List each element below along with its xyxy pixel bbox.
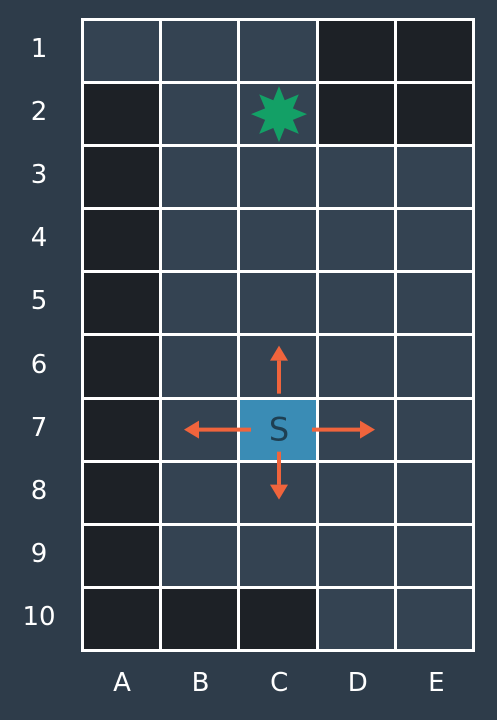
- cell-B7: [162, 399, 238, 460]
- row-label: 9: [30, 538, 48, 569]
- column-label: B: [191, 668, 210, 698]
- row-label: 5: [30, 286, 48, 317]
- column-label: C: [270, 668, 289, 698]
- cell-E3: [396, 147, 472, 208]
- cell-D9: [318, 525, 394, 586]
- cell-D6: [318, 336, 394, 397]
- cell-C5: [240, 273, 316, 334]
- cell-B6: [162, 336, 238, 397]
- cell-B9: [162, 525, 238, 586]
- cell-A8: [84, 462, 160, 523]
- row-label: 3: [30, 160, 48, 191]
- grid-world: [81, 18, 475, 652]
- cell-D4: [318, 210, 394, 271]
- cell-E8: [396, 462, 472, 523]
- cell-E9: [396, 525, 472, 586]
- cell-A3: [84, 147, 160, 208]
- cell-D7: [318, 399, 394, 460]
- cell-A2: [84, 84, 160, 145]
- cell-E5: [396, 273, 472, 334]
- column-label: A: [113, 668, 131, 698]
- cell-B2: [162, 84, 238, 145]
- cell-B8: [162, 462, 238, 523]
- cell-B4: [162, 210, 238, 271]
- cell-A6: [84, 336, 160, 397]
- cell-B3: [162, 147, 238, 208]
- cell-A7: [84, 399, 160, 460]
- cell-E6: [396, 336, 472, 397]
- row-label: 2: [30, 97, 48, 128]
- cell-C3: [240, 147, 316, 208]
- cell-B1: [162, 21, 238, 82]
- cell-D2: [318, 84, 394, 145]
- cell-A10: [84, 588, 160, 649]
- cell-C10: [240, 588, 316, 649]
- cell-B5: [162, 273, 238, 334]
- cell-D5: [318, 273, 394, 334]
- row-label: 6: [30, 349, 48, 380]
- cell-A9: [84, 525, 160, 586]
- column-label: D: [347, 668, 368, 698]
- cell-D3: [318, 147, 394, 208]
- cell-C6: [240, 336, 316, 397]
- column-label: E: [428, 668, 445, 698]
- row-label: 8: [30, 475, 48, 506]
- cell-A5: [84, 273, 160, 334]
- row-label: 1: [30, 34, 48, 64]
- cell-A1: [84, 21, 160, 82]
- cell-D8: [318, 462, 394, 523]
- cell-E7: [396, 399, 472, 460]
- cell-C2: [240, 84, 316, 145]
- cell-E10: [396, 588, 472, 649]
- row-label: 7: [30, 412, 48, 443]
- row-label: 10: [22, 601, 56, 632]
- cell-E2: [396, 84, 472, 145]
- cell-C1: [240, 21, 316, 82]
- cell-E4: [396, 210, 472, 271]
- cell-E1: [396, 21, 472, 82]
- row-label: 4: [30, 223, 48, 254]
- cell-C4: [240, 210, 316, 271]
- cell-C9: [240, 525, 316, 586]
- cell-C7: [240, 399, 316, 460]
- cell-B10: [162, 588, 238, 649]
- cell-C8: [240, 462, 316, 523]
- cell-D10: [318, 588, 394, 649]
- cell-A4: [84, 210, 160, 271]
- cell-D1: [318, 21, 394, 82]
